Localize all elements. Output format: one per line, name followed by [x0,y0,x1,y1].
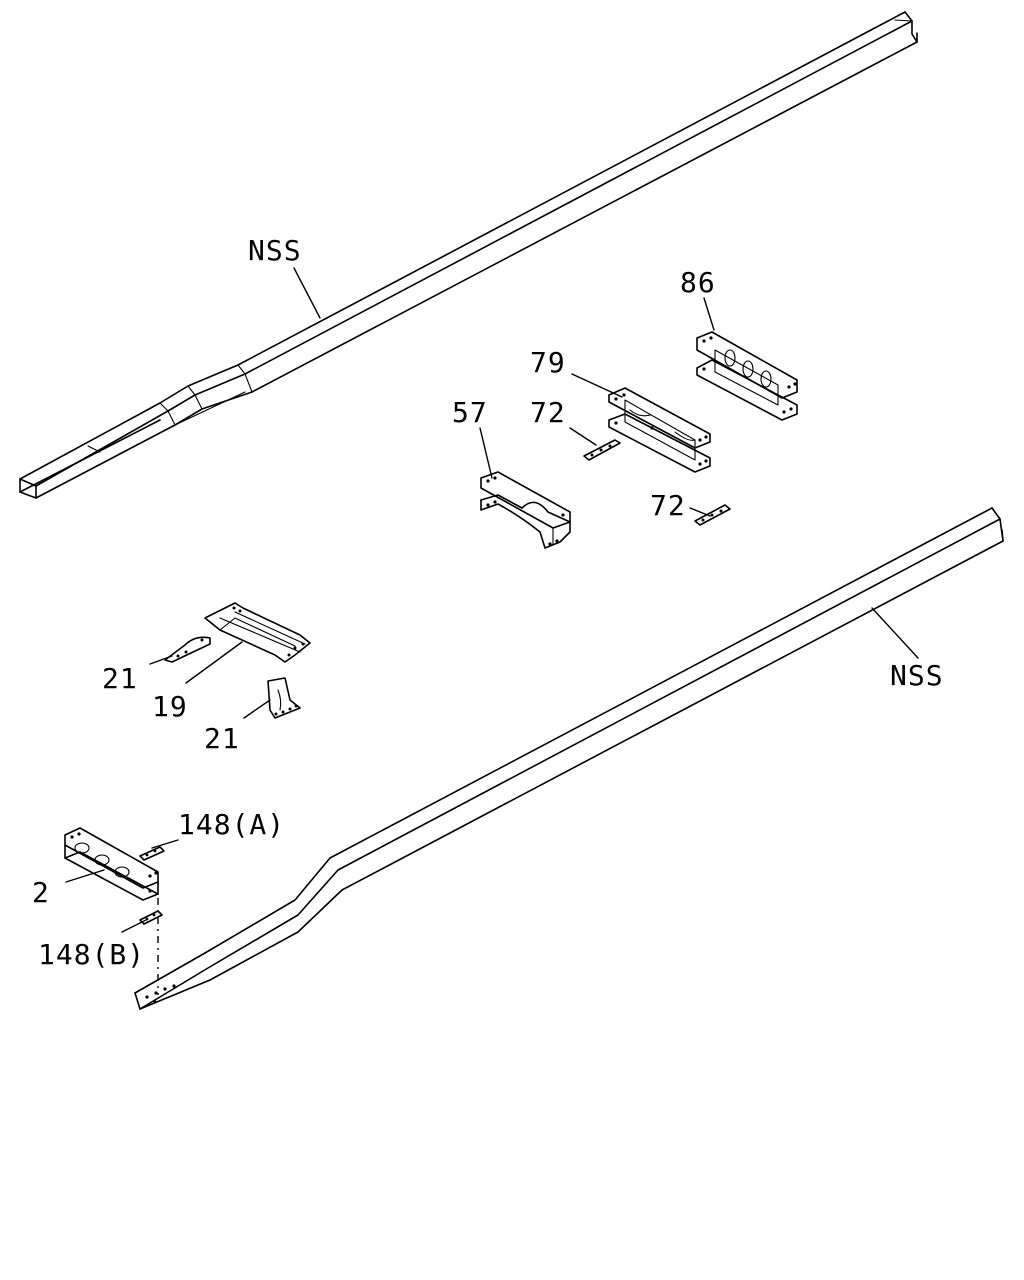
crossmember-57 [480,471,571,549]
callout-2: 2 [32,876,50,909]
crossmember-19 [204,602,311,663]
callout-57: 57 [452,396,488,429]
plate-72-upper [583,439,621,461]
callout-nss-upper: NSS [248,234,302,267]
bracket-21-upper [164,636,211,663]
crossmember-79 [608,387,711,473]
callout-148a: 148(A) [178,808,285,841]
callout-72-lower: 72 [650,489,686,522]
callout-nss-lower: NSS [890,659,944,692]
callout-72-upper: 72 [530,396,566,429]
crossmember-2 [64,827,159,901]
plate-72-lower [694,504,731,526]
plate-148a [139,846,165,861]
callout-79: 79 [530,346,566,379]
callout-19: 19 [152,690,188,723]
callout-21-upper: 21 [102,662,138,695]
leader-lines [65,267,919,933]
lower-frame-rail [134,507,1004,1010]
bracket-21-lower [267,677,301,719]
upper-frame-rail [19,11,918,499]
callout-21-lower: 21 [204,722,240,755]
crossmember-86 [696,331,798,421]
callout-148b: 148(B) [38,938,145,971]
callout-86: 86 [680,266,716,299]
